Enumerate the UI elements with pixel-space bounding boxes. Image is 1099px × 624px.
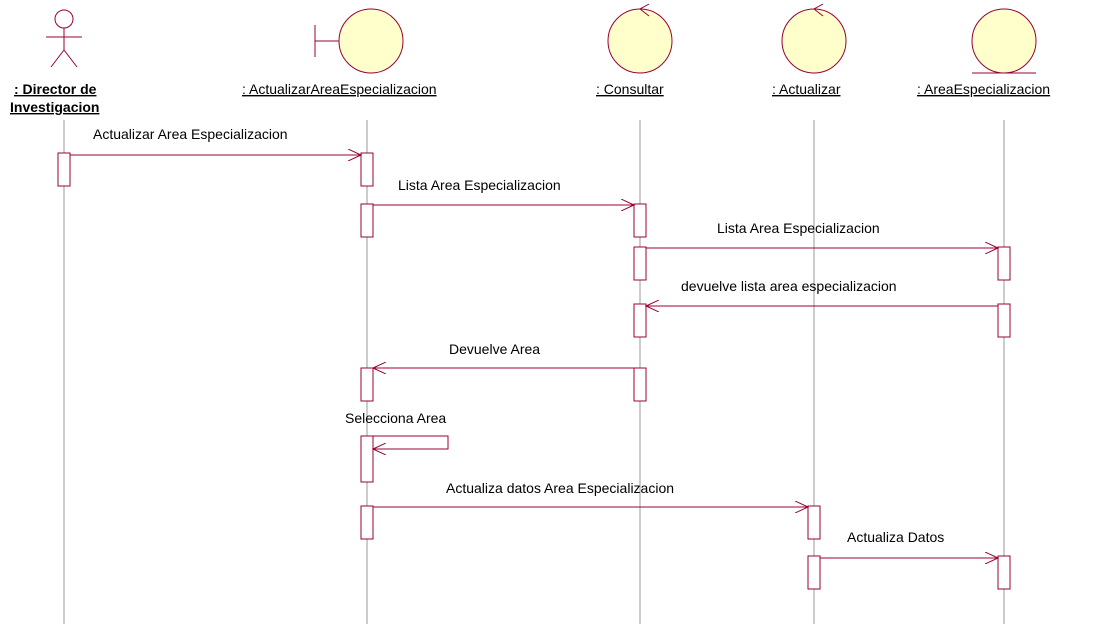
activation-box [57,152,71,187]
messages [70,155,998,558]
activation-box [360,203,374,238]
activation-box [360,435,374,483]
control-icon [607,3,673,74]
activation-box [633,367,647,402]
message-label: Devuelve Area [449,341,540,357]
control-icon [781,3,847,74]
activation-box [633,203,647,238]
participant-label-area: : AreaEspecializacion [917,81,1050,97]
actor-icon [46,9,82,68]
message-label: Lista Area Especializacion [398,177,561,193]
participant-label-actualizar: : Actualizar [772,81,841,97]
message-label: Actualizar Area Especializacion [93,126,288,142]
message-label: Lista Area Especializacion [717,220,880,236]
participant-label-director: : Director de [14,81,97,97]
activations [57,152,1011,590]
participant-label-boundary: : ActualizarAreaEspecializacion [242,81,437,97]
lifelines [63,120,1005,624]
participant-label-consultar: : Consultar [596,81,664,97]
participant-label-director-line2: Investigacion [10,99,99,115]
activation-box [360,152,374,187]
message-label: Actualiza Datos [847,529,944,545]
activation-box [807,555,821,590]
message-label: devuelve lista area especializacion [681,278,897,294]
activation-box [997,555,1011,590]
self-message-arrow [373,435,449,449]
activation-box [997,246,1011,281]
activation-box [633,303,647,338]
activation-box [360,367,374,402]
entity-icon [971,8,1037,74]
message-label: Selecciona Area [345,410,446,426]
activation-box [360,505,374,540]
activation-box [997,303,1011,338]
activation-box [807,505,821,540]
boundary-icon [314,8,404,74]
message-label: Actualiza datos Area Especializacion [446,480,674,496]
activation-box [633,246,647,281]
